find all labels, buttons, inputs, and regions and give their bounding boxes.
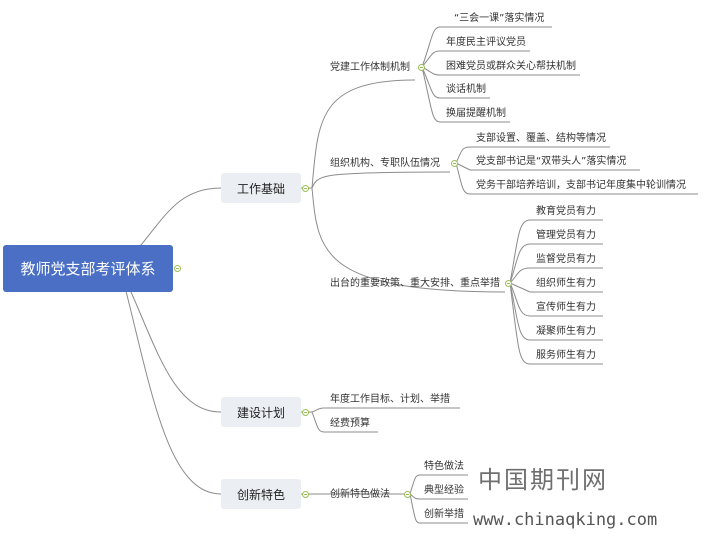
- leaf-item[interactable]: 凝聚师生有力: [536, 326, 596, 337]
- watermark-cn: 中国期刊网: [478, 466, 608, 494]
- group-organization[interactable]: 组织机构、专职队伍情况: [330, 158, 440, 169]
- construction-plan-collapse-toggle[interactable]: [302, 409, 309, 416]
- party-mechanism-collapse-toggle[interactable]: [418, 64, 425, 71]
- group-party-mechanism[interactable]: 党建工作体制机制: [330, 62, 410, 73]
- leaf-item[interactable]: 年度工作目标、计划、举措: [330, 394, 450, 405]
- connector-root-plan: [119, 267, 222, 413]
- leaf-item[interactable]: 典型经验: [424, 485, 464, 496]
- root-node[interactable]: 教师党支部考评体系: [3, 245, 173, 292]
- innovation-collapse-toggle[interactable]: [302, 491, 309, 498]
- leaf-item[interactable]: 服务师生有力: [536, 350, 596, 361]
- connector-work-g2: [311, 171, 451, 189]
- root-collapse-toggle[interactable]: [174, 265, 181, 272]
- branch-work-foundation[interactable]: 工作基础: [221, 173, 301, 203]
- leaf-item[interactable]: “三会一课”落实情况: [454, 13, 545, 24]
- leaf-item[interactable]: 教育党员有力: [536, 206, 596, 217]
- leaf-item[interactable]: 谈话机制: [446, 84, 486, 95]
- leaf-item[interactable]: 困难党员或群众关心帮扶机制: [446, 61, 576, 72]
- leaf-item[interactable]: 经费预算: [330, 418, 370, 429]
- branch-construction-plan[interactable]: 建设计划: [221, 397, 301, 427]
- group-policies[interactable]: 出台的重要政策、重大安排、重点举措: [330, 278, 500, 289]
- connector-root-innovation: [119, 267, 222, 495]
- connector-work-g1: [311, 79, 416, 189]
- leaf-item[interactable]: 宣传师生有力: [536, 302, 596, 313]
- innovation-practice-collapse-toggle[interactable]: [404, 491, 411, 498]
- branch-innovation[interactable]: 创新特色: [221, 479, 301, 509]
- leaf-item[interactable]: 支部设置、覆盖、结构等情况: [476, 133, 606, 144]
- work-foundation-collapse-toggle[interactable]: [302, 185, 309, 192]
- leaf-item[interactable]: 管理党员有力: [536, 230, 596, 241]
- group-innovation-practice[interactable]: 创新特色做法: [330, 489, 390, 500]
- leaf-item[interactable]: 监督党员有力: [536, 254, 596, 265]
- leaf-item[interactable]: 特色做法: [424, 461, 464, 472]
- leaf-item[interactable]: 创新举措: [424, 509, 464, 520]
- leaf-item[interactable]: 党支部书记是“双带头人”落实情况: [476, 156, 627, 167]
- organization-collapse-toggle[interactable]: [451, 160, 458, 167]
- leaf-item[interactable]: 组织师生有力: [536, 278, 596, 289]
- leaf-item[interactable]: 年度民主评议党员: [446, 37, 526, 48]
- connector-work-g3: [311, 187, 506, 293]
- leaf-item[interactable]: 换届提醒机制: [446, 108, 506, 119]
- watermark-url: www.chinaqking.com: [473, 510, 658, 530]
- policies-collapse-toggle[interactable]: [505, 280, 512, 287]
- leaf-item[interactable]: 党务干部培养培训，支部书记年度集中轮训情况: [476, 180, 686, 191]
